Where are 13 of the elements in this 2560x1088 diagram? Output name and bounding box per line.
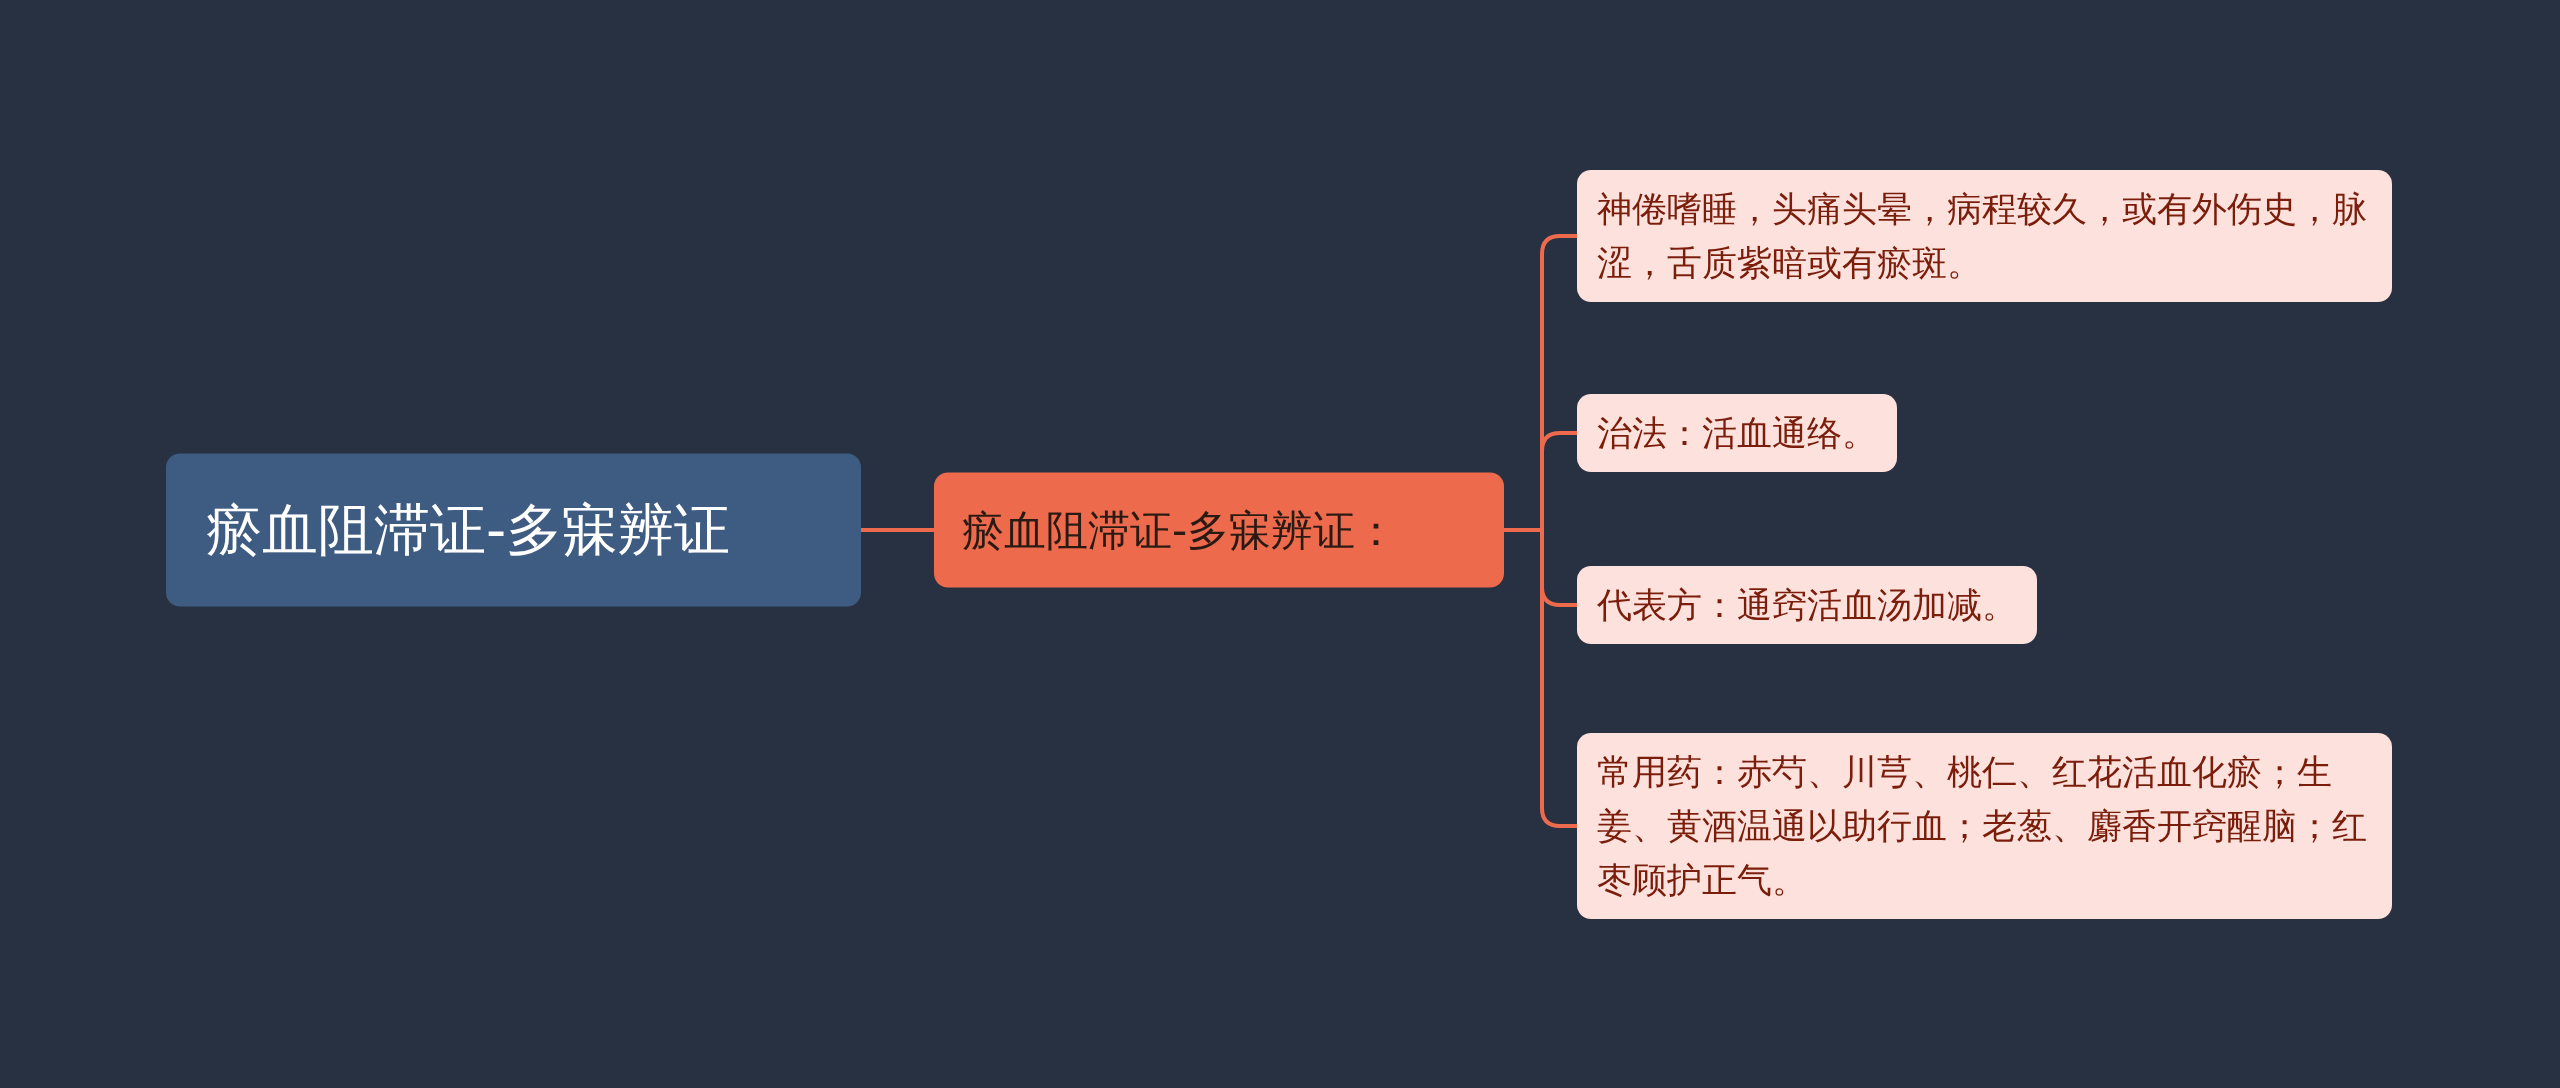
leaf-topic-box	[1577, 170, 2392, 302]
branch-topic-box	[934, 472, 1504, 588]
topic-text: 瘀血阻滞证-多寐辨证：	[962, 504, 1398, 556]
connector-line	[861, 528, 934, 532]
root-topic-box	[166, 453, 861, 607]
leaf-topic-box	[1577, 394, 1897, 472]
leaf-topic-box	[1577, 566, 2037, 644]
topic-text: 瘀血阻滞证-多寐辨证	[206, 495, 731, 563]
topic-text: 神倦嗜睡，头痛头晕，病程较久，或有外伤史，脉涩，舌质紫暗或有瘀斑。	[1597, 189, 2367, 283]
leaf-topic-box	[1577, 733, 2392, 919]
topic-text: 治法：活血通络。	[1597, 413, 1877, 453]
topic-text: 常用药：赤芍、川芎、桃仁、红花活血化瘀；生姜、黄酒温通以助行血；老葱、麝香开窍醒脑；红枣顾护正气。	[1597, 752, 2367, 900]
topic-text: 代表方：通窍活血汤加减。	[1597, 585, 2017, 625]
